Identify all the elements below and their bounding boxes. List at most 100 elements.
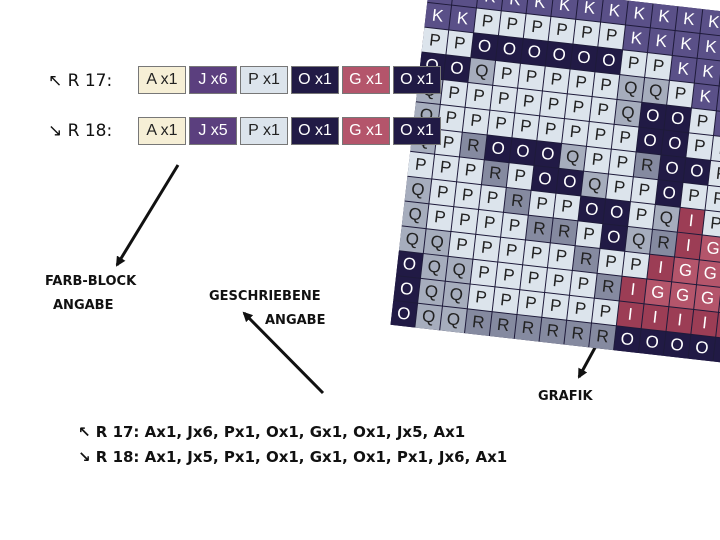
grid-cell: K <box>697 33 720 61</box>
grid-cell: I <box>641 304 669 331</box>
row17-label: ↖ R 17: <box>48 71 113 91</box>
grid-cell: P <box>462 107 490 135</box>
grid-cell: P <box>564 94 592 121</box>
grid-cell: O <box>390 300 418 328</box>
grid-cell: G <box>699 235 720 263</box>
grid-cell: Q <box>423 229 451 256</box>
grid-cell: G <box>694 285 720 312</box>
grid-cell: P <box>622 251 650 279</box>
grid-cell: P <box>553 193 581 221</box>
grid-cell: P <box>689 108 716 136</box>
grid-cell: G <box>644 279 672 307</box>
grid-cell: P <box>465 83 493 110</box>
grid-cell: P <box>592 298 619 326</box>
grid-cell: G <box>697 260 720 287</box>
grid-cell: R <box>489 312 517 339</box>
grid-cell: O <box>496 36 523 63</box>
grid-cell: P <box>606 174 633 202</box>
grid-cell: O <box>509 138 537 165</box>
grid-cell: P <box>570 271 597 298</box>
grid-cell: Q <box>420 254 448 281</box>
row17-block: O x1 <box>393 66 441 94</box>
grid-cell: P <box>545 268 572 295</box>
grid-cell: R <box>550 218 578 246</box>
grid-cell: Q <box>617 75 645 102</box>
grid-cell: P <box>512 113 540 141</box>
grid-cell: O <box>655 180 683 207</box>
grid-cell: P <box>587 122 614 149</box>
grid-cell: R <box>514 315 542 342</box>
grid-cell: G <box>669 282 696 309</box>
grid-cell: K <box>623 25 650 53</box>
row17-block: P x1 <box>240 66 288 94</box>
grid-cell: Q <box>443 281 470 309</box>
grid-cell: O <box>531 166 559 193</box>
grid-cell: R <box>589 323 616 351</box>
grid-cell: O <box>661 130 689 158</box>
grid-cell: Q <box>398 226 426 253</box>
grid-cell: O <box>603 199 630 226</box>
grid-cell: P <box>667 80 694 108</box>
grid-cell: O <box>556 168 584 196</box>
grid-cell: P <box>708 160 720 188</box>
row18-block: A x1 <box>138 117 186 145</box>
grid-cell: Q <box>404 176 432 204</box>
grid-cell: R <box>526 215 553 243</box>
grid-cell: P <box>548 243 575 270</box>
grid-cell: R <box>572 246 600 273</box>
grid-cell: P <box>448 232 476 259</box>
grid-cell: K <box>601 0 628 25</box>
grid-cell: R <box>465 309 492 336</box>
grid-cell: Q <box>581 171 608 199</box>
grid-cell: K <box>551 0 579 19</box>
grid-cell: Q <box>625 227 652 254</box>
geschriebene-line1: GESCHRIEBENE <box>209 289 321 304</box>
grid-cell: P <box>498 237 525 265</box>
grid-cell: K <box>670 55 697 83</box>
grid-cell: P <box>517 290 545 317</box>
grid-cell: O <box>639 102 667 130</box>
grid-cell: K <box>675 6 703 33</box>
grid-cell: Q <box>653 205 680 232</box>
grid-cell: R <box>481 160 509 187</box>
grid-cell: O <box>638 329 666 356</box>
grid-cell: P <box>515 88 542 116</box>
grid-cell: O <box>520 38 548 66</box>
grid-cell: O <box>664 105 691 133</box>
row17-block: A x1 <box>138 66 186 94</box>
grid-cell: Q <box>440 306 467 334</box>
grid-cell: Q <box>614 99 642 127</box>
grid-cell: P <box>467 284 495 312</box>
grid-cell: O <box>614 326 641 353</box>
geschriebene-line2: ANGABE <box>265 313 326 328</box>
grid-cell: P <box>492 287 520 314</box>
grid-cell: O <box>471 33 498 60</box>
row18-block: O x1 <box>291 117 339 145</box>
geschriebene-annotation: GESCHRIEBENE ANGABE <box>209 285 325 333</box>
grid-cell: P <box>548 16 576 44</box>
grafik-annotation: GRAFIK <box>538 389 593 404</box>
grid-cell: O <box>393 276 420 303</box>
grid-cell: P <box>421 27 449 55</box>
grid-cell: P <box>609 149 636 177</box>
written-row18: ↘ R 18: Ax1, Jx5, Px1, Ox1, Gx1, Ox1, Px… <box>78 448 508 466</box>
grid-cell: Q <box>401 201 429 229</box>
grid-cell: P <box>426 204 454 231</box>
grid-cell: O <box>534 141 562 168</box>
grid-cell: K <box>648 28 675 55</box>
grid-cell: O <box>688 334 716 362</box>
grid-cell: P <box>620 50 647 77</box>
grid-cell: R <box>594 273 622 301</box>
grid-cell: P <box>432 154 459 182</box>
grid-cell: Q <box>415 303 442 331</box>
grid-cell: G <box>672 257 699 285</box>
grid-cell: P <box>520 265 547 292</box>
grid-cell: P <box>473 234 501 262</box>
grid-cell: P <box>589 97 617 124</box>
grid-cell: K <box>692 83 719 111</box>
grid-cell: P <box>575 221 603 248</box>
grid-cell: O <box>396 251 423 278</box>
grid-cell: O <box>545 41 573 69</box>
grid-cell: P <box>702 210 720 238</box>
